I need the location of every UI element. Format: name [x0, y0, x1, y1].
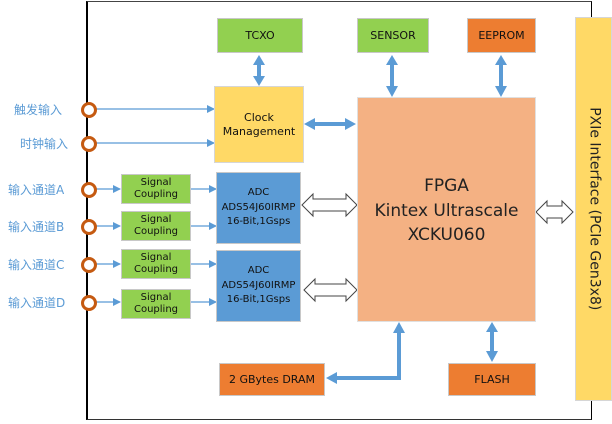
pxie-interface-block: PXIe Interface (PCIe Gen3x8)	[575, 17, 612, 401]
eeprom-block: EEPROM	[467, 18, 536, 53]
signal-coupling-line2: Coupling	[133, 189, 179, 200]
clock-label-line1: Clock	[244, 110, 274, 124]
sensor-label: SENSOR	[370, 28, 416, 42]
signal-coupling-line1: Signal	[140, 176, 172, 188]
adc-part-number: ADS54J60IRMP	[221, 201, 296, 213]
fpga-part-number: XCKU060	[407, 225, 486, 246]
fpga-family: Kintex Ultrascale	[374, 200, 519, 221]
channel-a-port-icon[interactable]	[81, 182, 97, 198]
adc-1-block: ADC ADS54J60IRMP 16-Bit,1Gsps	[216, 172, 301, 244]
signal-coupling-line1: Signal	[140, 251, 172, 263]
clock-fpga-arrow	[304, 118, 356, 130]
trigger-port-icon[interactable]	[81, 102, 97, 118]
adc-title: ADC	[247, 187, 270, 199]
input-label-channel-a: 输入通道A	[8, 183, 65, 197]
adc2-fpga-bus-arrow	[303, 277, 358, 303]
adc-2-block: ADC ADS54J60IRMP 16-Bit,1Gsps	[216, 250, 301, 322]
adc-title: ADC	[247, 265, 270, 277]
flash-block: FLASH	[448, 363, 536, 396]
signal-coupling-line1: Signal	[140, 213, 172, 225]
input-label-channel-b: 输入通道B	[8, 220, 65, 234]
adc-part-number: ADS54J60IRMP	[221, 279, 296, 291]
clock-label-line2: Management	[222, 124, 296, 138]
channel-b-port-icon[interactable]	[81, 219, 97, 235]
signal-coupling-line1: Signal	[140, 291, 172, 303]
dram-block: 2 GBytes DRAM	[219, 363, 325, 396]
signal-coupling-line2: Coupling	[133, 226, 179, 237]
dram-label: 2 GBytes DRAM	[228, 372, 316, 386]
signal-coupling-line2: Coupling	[133, 304, 179, 315]
fpga-pxie-bus-arrow	[535, 199, 574, 225]
clock-port-icon[interactable]	[81, 136, 97, 152]
signal-coupling-b-block: Signal Coupling	[121, 211, 191, 241]
fpga-dram-arrow	[326, 322, 405, 384]
sensor-block: SENSOR	[357, 18, 429, 53]
eeprom-fpga-arrow	[495, 55, 507, 97]
adc1-fpga-bus-arrow	[301, 192, 358, 218]
input-label-trigger: 触发输入	[14, 103, 63, 117]
tcxo-label: TCXO	[245, 28, 275, 42]
channel-d-port-icon[interactable]	[81, 295, 97, 311]
channel-c-port-icon[interactable]	[81, 257, 97, 273]
input-label-channel-c: 输入通道C	[8, 258, 65, 272]
pxie-label: PXIe Interface (PCIe Gen3x8)	[586, 107, 603, 311]
flash-label: FLASH	[474, 372, 510, 386]
fpga-title: FPGA	[424, 176, 469, 196]
signal-coupling-c-block: Signal Coupling	[121, 249, 191, 279]
signal-coupling-a-block: Signal Coupling	[121, 174, 191, 204]
eeprom-label: EEPROM	[478, 28, 525, 42]
signal-coupling-d-block: Signal Coupling	[121, 289, 191, 319]
adc-spec: 16-Bit,1Gsps	[226, 216, 291, 228]
clock-management-block: Clock Management	[214, 86, 304, 163]
sensor-fpga-arrow	[386, 55, 398, 97]
signal-coupling-line2: Coupling	[133, 264, 179, 275]
fpga-block: FPGA Kintex Ultrascale XCKU060	[357, 97, 536, 322]
flash-fpga-arrow	[486, 322, 498, 362]
adc-spec: 16-Bit,1Gsps	[226, 294, 291, 306]
input-label-clock: 时钟输入	[20, 137, 69, 151]
input-label-channel-d: 输入通道D	[8, 296, 66, 310]
tcxo-block: TCXO	[217, 18, 303, 53]
tcxo-clock-arrow	[253, 55, 265, 86]
